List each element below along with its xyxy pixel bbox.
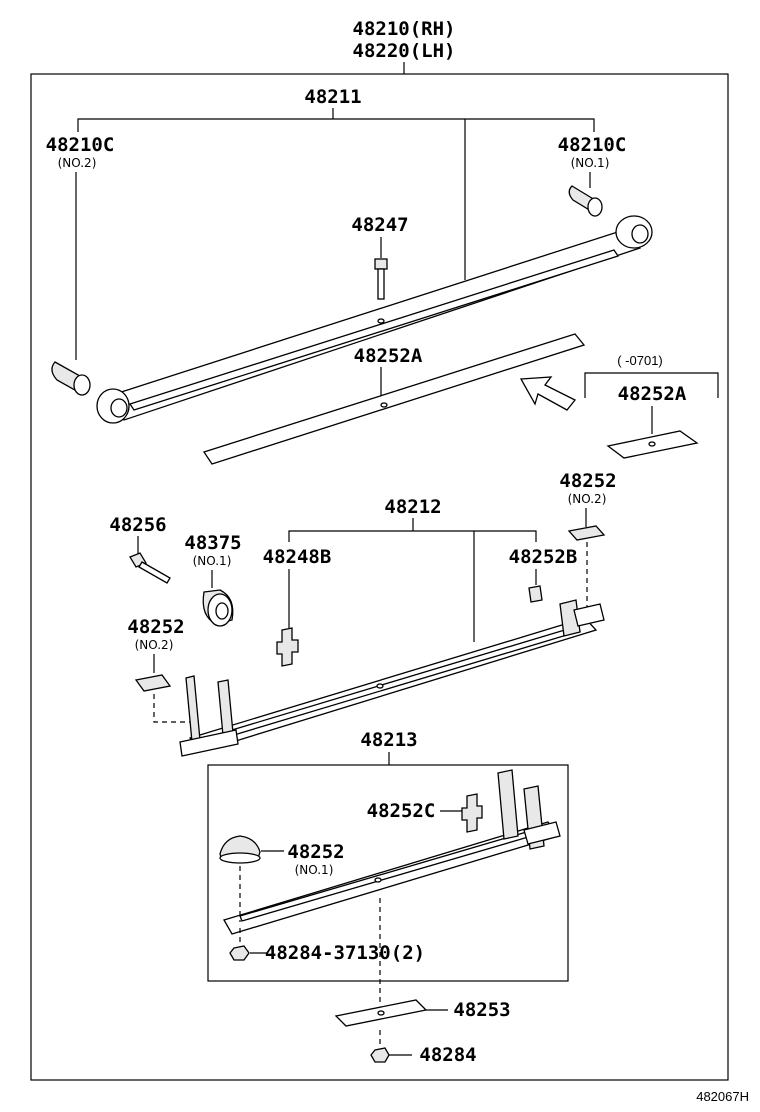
leaf-no1-part[interactable] [96,215,653,424]
liner-a-part[interactable] [202,333,586,465]
nut-37130-part[interactable] [229,945,250,961]
label-leaf-no2[interactable]: 48212 [384,496,441,518]
liner-no2-left-part[interactable] [134,674,172,692]
leaf-no3-part[interactable] [223,769,561,935]
diagram-code: 482067H [696,1089,749,1104]
bushing-48375-part[interactable] [202,589,234,627]
liner-no2-right-part[interactable] [567,525,606,541]
label-liner-a[interactable]: 48252A [354,345,423,367]
label-liner-no2-left[interactable]: 48252 [127,616,184,638]
label-nut-48284[interactable]: 48284 [419,1044,476,1066]
liner-b-part[interactable] [528,585,543,603]
label-bushing-no1[interactable]: 48210C [558,134,627,156]
label-assy-rh[interactable]: 48210(RH) [353,18,456,40]
label-center-bolt[interactable]: 48247 [351,214,408,236]
label-note-0701: ( -0701) [617,353,663,368]
label-liner-no2-left-sub: (NO.2) [135,638,174,652]
label-bushing-no2-sub: (NO.2) [58,156,97,170]
liner-no1-part[interactable] [219,835,261,864]
leaf-no3-frame [207,764,569,982]
center-bolt-part[interactable] [374,258,388,300]
clip-b-part[interactable] [276,627,299,667]
label-liner-no2-right-sub: (NO.2) [568,492,607,506]
leaf-no2-part[interactable] [179,599,605,757]
label-liner-c[interactable]: 48252C [367,800,436,822]
label-plate-48253[interactable]: 48253 [453,999,510,1021]
label-liner-a-2[interactable]: 48252A [618,383,687,405]
label-bushing-48375-sub: (NO.1) [193,554,232,568]
liner-a-2-part[interactable] [606,430,699,459]
label-leaf-no1[interactable]: 48211 [304,86,361,108]
assembly-frame [30,73,729,1081]
bolt-48256-part[interactable] [129,552,171,584]
label-liner-no1[interactable]: 48252 [287,841,344,863]
label-leaf-no3[interactable]: 48213 [360,729,417,751]
label-bushing-no1-sub: (NO.1) [571,156,610,170]
label-assy-lh[interactable]: 48220(LH) [353,40,456,62]
liner-c-part[interactable] [461,793,483,833]
label-bushing-48375[interactable]: 48375 [184,532,241,554]
label-liner-no1-sub: (NO.1) [295,863,334,877]
note-bracket [584,372,719,398]
label-bolt-48256[interactable]: 48256 [109,514,166,536]
label-liner-no2-right[interactable]: 48252 [559,470,616,492]
leader-leaf-no2-bracket [288,530,537,542]
bushing-no1-part[interactable] [568,185,603,217]
direction-arrow-icon [519,376,577,411]
bushing-no2-part[interactable] [51,361,91,396]
leader-leaf-no1-bracket [77,118,595,132]
label-clip-b[interactable]: 48248B [263,546,332,568]
label-bushing-no2[interactable]: 48210C [46,134,115,156]
dash-liner-no2-left [153,694,190,723]
nut-48284-part[interactable] [370,1047,390,1063]
label-nut-37130[interactable]: 48284-37130(2) [265,942,425,964]
plate-48253-hole [377,1010,385,1016]
label-liner-b[interactable]: 48252B [509,546,578,568]
